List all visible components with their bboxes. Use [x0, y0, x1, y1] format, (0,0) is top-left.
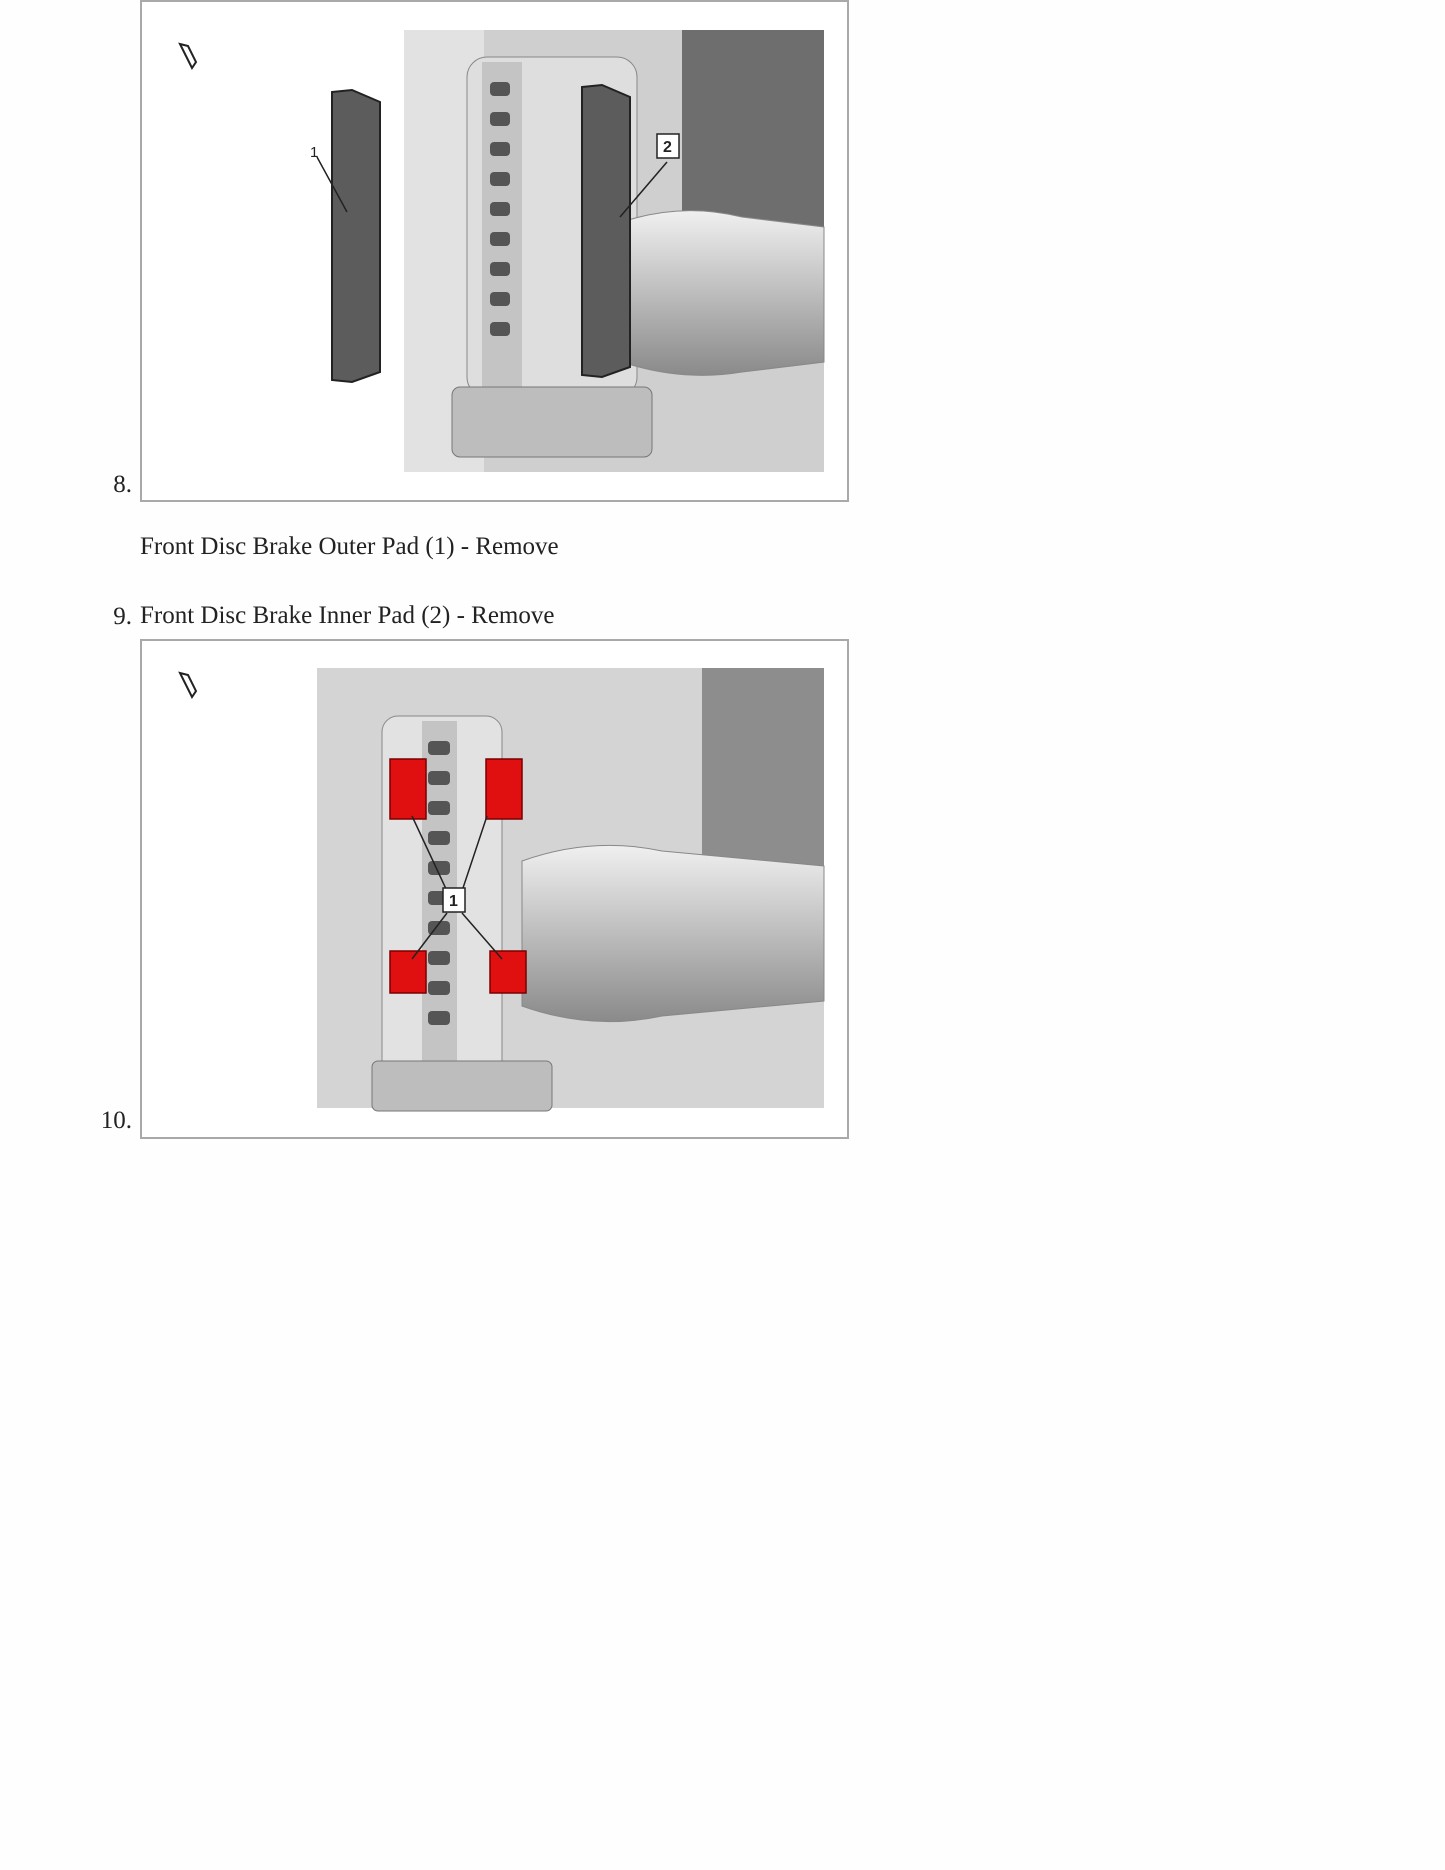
callout-1: 1 [449, 893, 458, 910]
figure-step-10: 1 [140, 639, 849, 1139]
callout-1-box: 1 [442, 887, 466, 913]
brake-pads-diagram: 1 2 [178, 30, 825, 472]
brake-clips-diagram: 1 [178, 668, 825, 1112]
figure-step-8: 1 2 [140, 0, 849, 502]
abutment-clips [389, 758, 527, 994]
tool-icon [178, 671, 198, 699]
step-8-caption: Front Disc Brake Outer Pad (1) - Remove [140, 533, 559, 560]
step-number-9: 9. [113, 603, 132, 630]
tool-icon [178, 42, 198, 70]
callout-2-box: 2 [656, 133, 680, 159]
step-number-8: 8. [113, 471, 132, 498]
step-number-10: 10. [100, 1107, 132, 1134]
step-9-text: Front Disc Brake Inner Pad (2) - Remove [140, 602, 555, 629]
callout-1: 1 [310, 144, 318, 161]
callout-2: 2 [663, 139, 672, 156]
